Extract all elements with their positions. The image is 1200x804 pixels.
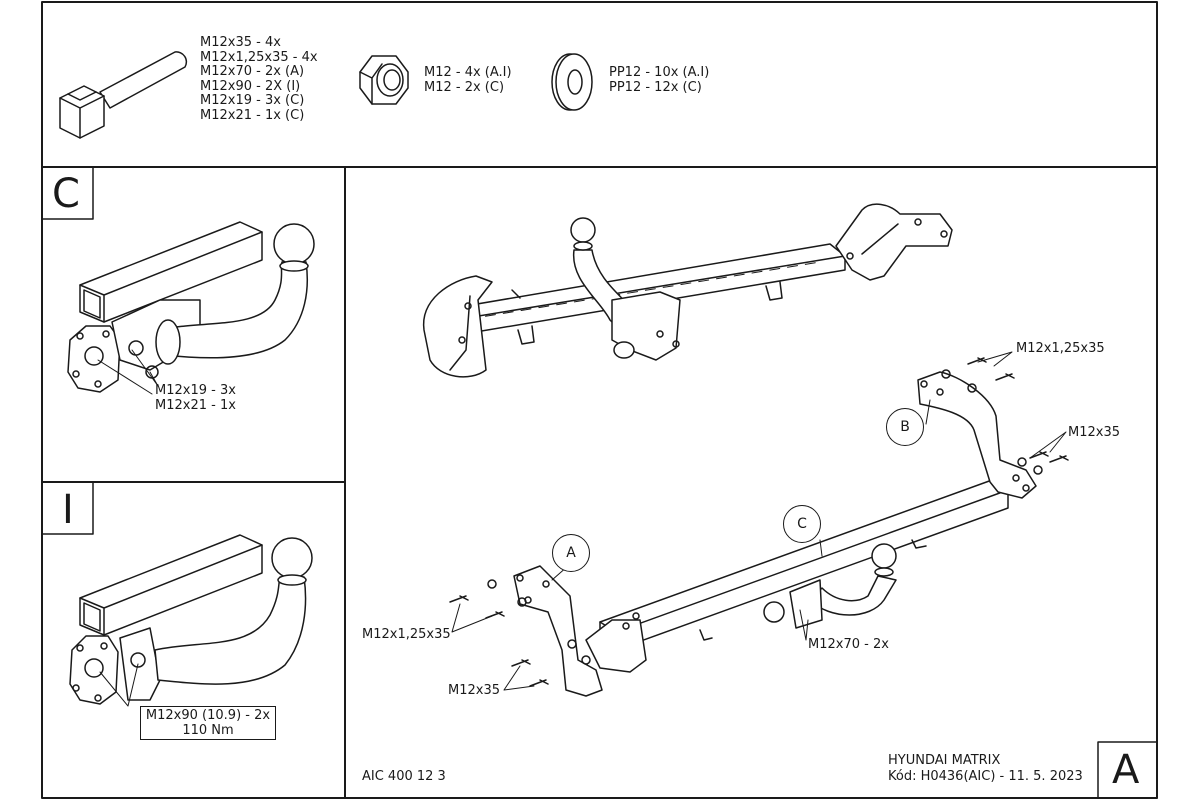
assembled-towbar-drawing — [423, 203, 953, 378]
panel-i-torque-label: 110 Nm — [182, 723, 234, 738]
washer-spec-list: PP12 - 10x (A.I) PP12 - 12x (C) — [609, 65, 710, 95]
bolt-spec: M12x35 - 4x — [200, 35, 281, 50]
label-left-bolts-top: M12x1,25x35 — [362, 627, 451, 642]
panel-i-drawing — [69, 534, 313, 707]
callout-c: C — [783, 505, 821, 543]
washer-spec: PP12 - 10x (A.I) — [609, 65, 710, 80]
bolt-spec: M12x70 - 2x (A) — [200, 64, 305, 79]
nut-spec: M12 - 4x (A.I) — [424, 65, 512, 80]
callout-a: A — [552, 534, 590, 572]
panel-c-label: M12x21 - 1x — [155, 397, 236, 413]
bolt-spec: M12x90 - 2X (I) — [200, 78, 301, 94]
document-code: Kód: H0436(AIC) - 11. 5. 2023 — [888, 769, 1083, 784]
label-left-bolts-bottom: M12x35 — [448, 683, 500, 698]
nut-spec-list: M12 - 4x (A.I) M12 - 2x (C) — [424, 65, 512, 95]
label-top-right-bolts: M12x1,25x35 — [1016, 341, 1105, 356]
nut-icon — [359, 55, 409, 105]
panel-i-letter: I — [62, 487, 74, 533]
bolt-icon — [59, 51, 188, 139]
product-code: AIC 400 12 3 — [362, 769, 446, 784]
vehicle-name: HYUNDAI MATRIX — [888, 753, 1001, 768]
label-right-bolts: M12x35 — [1068, 425, 1120, 440]
bolt-spec: M12x21 - 1x (C) — [200, 107, 305, 123]
washer-icon — [551, 53, 593, 111]
panel-i-letter-box — [41, 481, 94, 535]
bolt-spec: M12x19 - 3x (C) — [200, 93, 305, 108]
panel-c-label: M12x19 - 3x — [155, 383, 236, 398]
callout-b: B — [886, 408, 924, 446]
nut-spec: M12 - 2x (C) — [424, 79, 505, 95]
bolt-spec: M12x1,25x35 - 4x — [200, 49, 318, 65]
panel-i-labels: M12x90 (10.9) - 2x 110 Nm — [140, 706, 276, 740]
bolt-spec-list: M12x35 - 4x M12x1,25x35 - 4x M12x70 - 2x… — [200, 35, 318, 123]
label-ball-bolts: M12x70 - 2x — [808, 637, 889, 652]
washer-spec: PP12 - 12x (C) — [609, 79, 702, 95]
drawing-frame — [41, 1, 1158, 799]
panel-c-drawing — [67, 221, 315, 395]
exploded-towbar-drawing — [449, 351, 1069, 697]
panel-c-labels: M12x19 - 3x M12x21 - 1x — [155, 383, 236, 413]
panel-i-bolt-label: M12x90 (10.9) - 2x — [145, 708, 271, 723]
sheet-letter: A — [1112, 747, 1140, 793]
panel-c-letter-box — [41, 166, 94, 220]
panel-c-letter: C — [52, 171, 80, 217]
sheet-letter-box — [1097, 741, 1158, 799]
